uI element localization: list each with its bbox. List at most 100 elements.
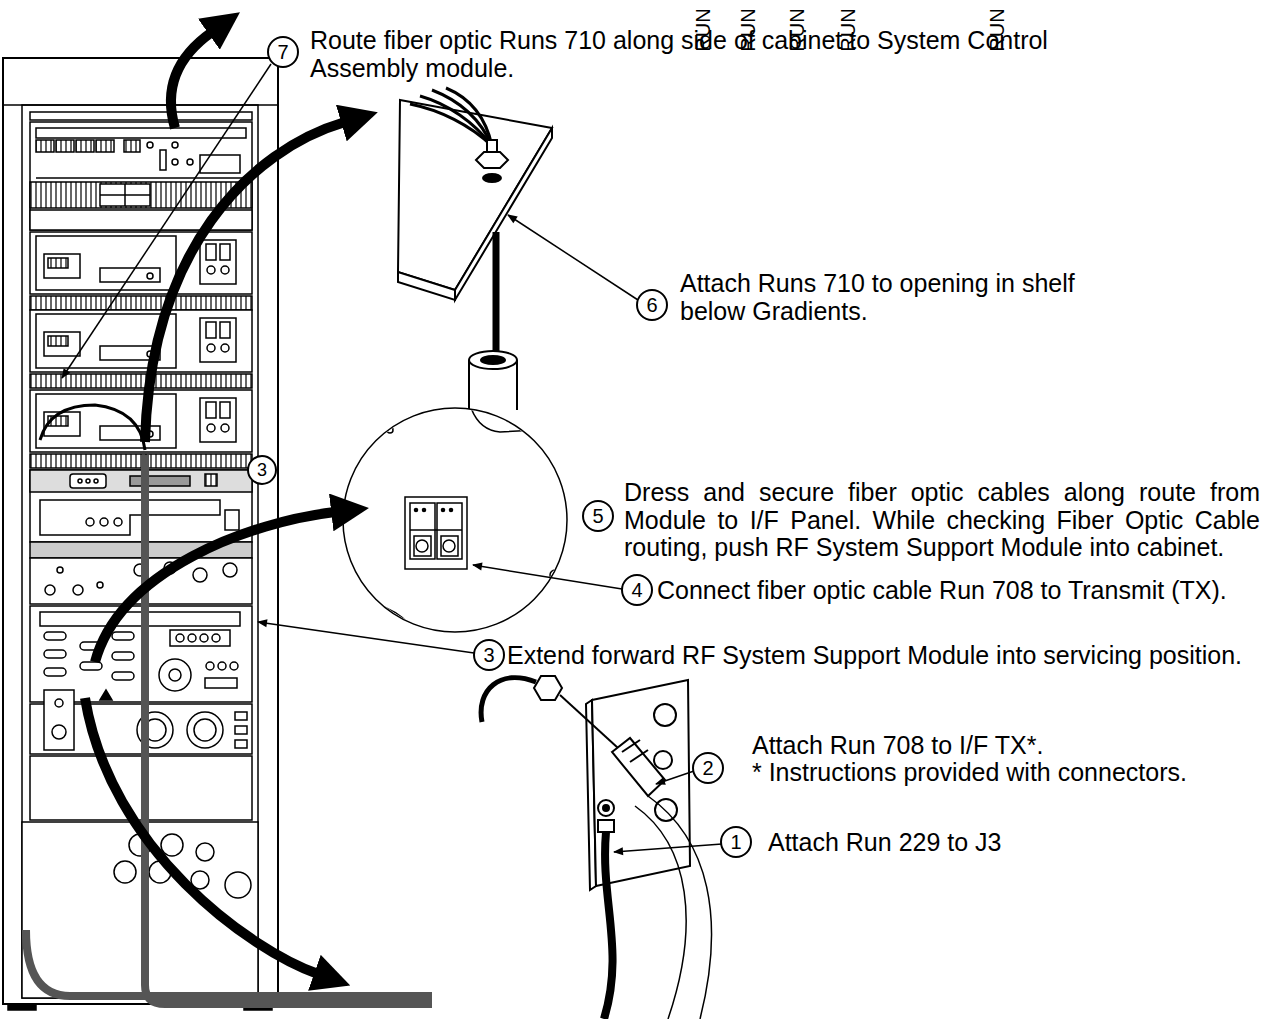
equipment-cabinet-part-part bbox=[207, 344, 215, 352]
equipment-cabinet-part bbox=[235, 726, 247, 734]
equipment-cabinet-part bbox=[112, 652, 134, 660]
equipment-cabinet-part bbox=[22, 822, 258, 998]
equipment-cabinet-part bbox=[86, 518, 94, 526]
interface-plate-detail-part bbox=[630, 750, 648, 762]
equipment-cabinet-part bbox=[206, 662, 214, 670]
instruction-text: Attach Run 708 to I/F TX*. bbox=[752, 731, 1043, 759]
equipment-cabinet-part-part bbox=[206, 244, 216, 260]
equipment-cabinet-part bbox=[187, 712, 223, 748]
shelf-detail-part bbox=[446, 88, 492, 146]
interface-plate-detail-part bbox=[612, 738, 665, 796]
connector-detail-part bbox=[343, 405, 575, 640]
equipment-cabinet-part bbox=[218, 662, 226, 670]
flow-arrow bbox=[85, 32, 345, 974]
shelf-detail bbox=[398, 88, 552, 410]
equipment-cabinet-part bbox=[57, 567, 63, 573]
instruction-text: Attach Run 229 to J3 bbox=[768, 828, 1001, 856]
equipment-cabinet-part bbox=[176, 634, 184, 642]
equipment-cabinet-part-part bbox=[221, 424, 229, 432]
callout-circle: 4 bbox=[621, 574, 653, 606]
equipment-cabinet-part bbox=[40, 500, 220, 535]
equipment-cabinet-part bbox=[159, 659, 191, 691]
callout-number: 3 bbox=[257, 461, 267, 479]
leader-line-part bbox=[62, 64, 271, 378]
equipment-cabinet-part bbox=[200, 155, 240, 173]
callout-number: 4 bbox=[631, 580, 642, 600]
equipment-cabinet-part bbox=[205, 474, 217, 486]
equipment-cabinet-part bbox=[188, 634, 196, 642]
flow-arrow-part bbox=[171, 32, 212, 128]
equipment-cabinet-part bbox=[223, 563, 237, 577]
connector-detail-part-part bbox=[450, 509, 453, 512]
equipment-cabinet-part bbox=[80, 662, 102, 670]
shelf-detail-part bbox=[483, 174, 501, 182]
equipment-cabinet-part bbox=[30, 232, 252, 310]
connector-detail-part-part bbox=[443, 540, 455, 552]
interface-plate-detail-part bbox=[654, 704, 676, 726]
connector-detail-part-part bbox=[527, 419, 530, 422]
equipment-cabinet-part-part bbox=[221, 344, 229, 352]
equipment-cabinet-part-part bbox=[207, 424, 215, 432]
equipment-cabinet-part-part bbox=[48, 258, 68, 268]
flow-arrow-part bbox=[85, 698, 318, 974]
equipment-cabinet-part bbox=[112, 632, 134, 640]
connector-detail-part-part bbox=[507, 419, 510, 422]
callout-circle: 2 bbox=[692, 752, 724, 784]
leader-line-part bbox=[656, 771, 694, 784]
flow-arrow-part bbox=[95, 512, 335, 662]
connector-detail-part-part bbox=[441, 536, 458, 556]
equipment-cabinet-part bbox=[196, 843, 214, 861]
callout-circle: 7 bbox=[267, 36, 299, 68]
callout-circle: 5 bbox=[582, 500, 614, 532]
interface-plate-detail-part bbox=[534, 676, 562, 700]
equipment-cabinet-part-part bbox=[36, 236, 176, 290]
callout-number: 2 bbox=[702, 758, 713, 778]
equipment-cabinet-part bbox=[100, 690, 112, 700]
interface-plate-detail-part bbox=[603, 805, 609, 811]
equipment-cabinet-part-part bbox=[220, 244, 230, 260]
shelf-detail-part bbox=[493, 232, 500, 352]
equipment-cabinet-part-part bbox=[30, 296, 252, 310]
shelf-detail-part bbox=[469, 351, 517, 369]
equipment-cabinet-part bbox=[96, 140, 114, 152]
interface-plate-detail-part bbox=[598, 820, 614, 832]
equipment-cabinet-part bbox=[22, 105, 258, 998]
callout-number: 5 bbox=[592, 506, 603, 526]
interface-plate-detail-part bbox=[598, 800, 614, 816]
connector-detail-part-part bbox=[470, 405, 575, 432]
connector-detail-part-part bbox=[343, 600, 420, 640]
equipment-cabinet-part bbox=[235, 712, 247, 720]
footnote: * Instructions provided with connectors. bbox=[752, 758, 1187, 786]
equipment-cabinet-part-part bbox=[206, 322, 216, 338]
equipment-cabinet-part bbox=[114, 518, 122, 526]
leader-line-part bbox=[473, 565, 622, 589]
equipment-cabinet-part-part bbox=[44, 254, 80, 278]
equipment-cabinet-part-part bbox=[200, 318, 236, 362]
leader-line-part bbox=[258, 622, 474, 653]
equipment-cabinet-part-part bbox=[30, 232, 252, 294]
shelf-detail-part bbox=[476, 152, 508, 168]
equipment-cabinet-part bbox=[172, 159, 178, 165]
equipment-cabinet-part-part bbox=[206, 402, 216, 418]
interface-plate-detail-part bbox=[648, 796, 712, 1019]
equipment-cabinet-part bbox=[44, 650, 66, 658]
connector-detail-part-part bbox=[410, 529, 462, 531]
equipment-cabinet-part bbox=[36, 140, 54, 152]
equipment-cabinet-part bbox=[8, 1004, 36, 1010]
instruction-text: Connect fiber optic cable Run 708 to Tra… bbox=[657, 576, 1227, 604]
equipment-cabinet-part bbox=[100, 194, 150, 196]
callout-number: 6 bbox=[646, 295, 657, 315]
equipment-cabinet-part bbox=[45, 585, 55, 595]
equipment-cabinet-part bbox=[44, 668, 66, 676]
connector-detail-part bbox=[343, 408, 567, 632]
equipment-cabinet-part bbox=[73, 585, 83, 595]
instruction-text: Route fiber optic Runs 710 along side of… bbox=[310, 26, 1100, 82]
equipment-cabinet-part bbox=[147, 142, 153, 148]
equipment-cabinet-part-part bbox=[221, 266, 229, 274]
flow-arrow-part bbox=[145, 122, 345, 442]
equipment-cabinet-part bbox=[172, 142, 178, 148]
callout-number: 7 bbox=[277, 42, 288, 62]
equipment-cabinet-part bbox=[112, 672, 134, 680]
equipment-cabinet-part-part bbox=[44, 332, 80, 356]
